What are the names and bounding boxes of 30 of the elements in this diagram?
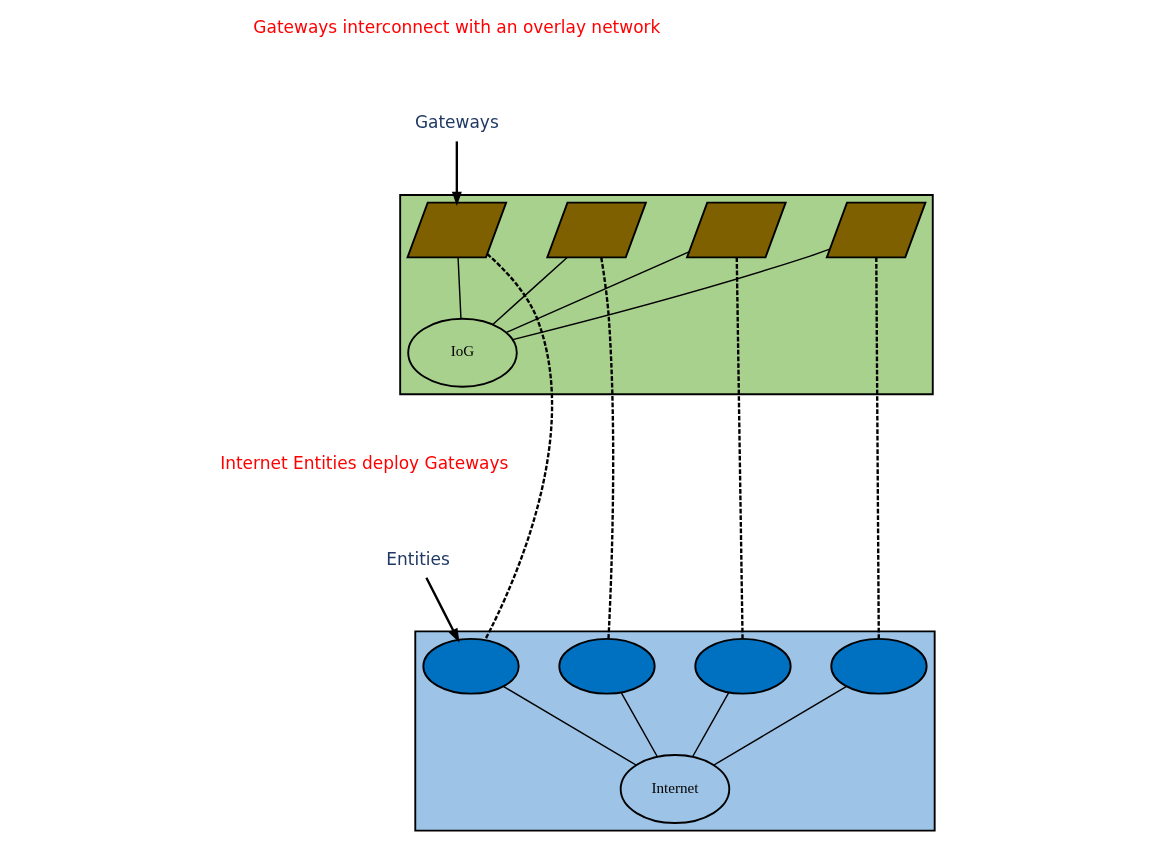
node-ellipse: IoG <box>406 317 518 388</box>
connector <box>502 685 637 766</box>
node-parallelogram <box>405 201 507 259</box>
node-cloud <box>557 637 656 695</box>
connector <box>691 691 729 758</box>
node-cloud <box>693 637 792 695</box>
connector <box>505 251 690 334</box>
arrow <box>451 141 462 206</box>
arrow <box>424 577 459 643</box>
cluster <box>413 630 936 832</box>
connector <box>620 691 658 758</box>
node-parallelogram <box>545 201 647 259</box>
label: Gateways interconnect with an overlay network <box>252 17 660 38</box>
connector <box>599 257 614 639</box>
connector <box>483 253 553 641</box>
node-cloud <box>829 637 928 695</box>
connector <box>456 256 462 320</box>
connector <box>874 257 880 639</box>
node-text: Entities <box>385 548 450 569</box>
cluster <box>398 194 934 396</box>
node-text: Gateways <box>414 112 499 133</box>
node-cloud <box>421 637 520 695</box>
connector <box>735 257 744 639</box>
node-parallelogram <box>824 201 927 259</box>
connector <box>511 248 830 341</box>
label: Internet Entities deploy Gateways <box>219 453 508 474</box>
connector <box>491 256 568 326</box>
node-parallelogram <box>685 201 787 259</box>
node-ellipse: Internet <box>619 754 730 824</box>
connector <box>712 685 847 766</box>
